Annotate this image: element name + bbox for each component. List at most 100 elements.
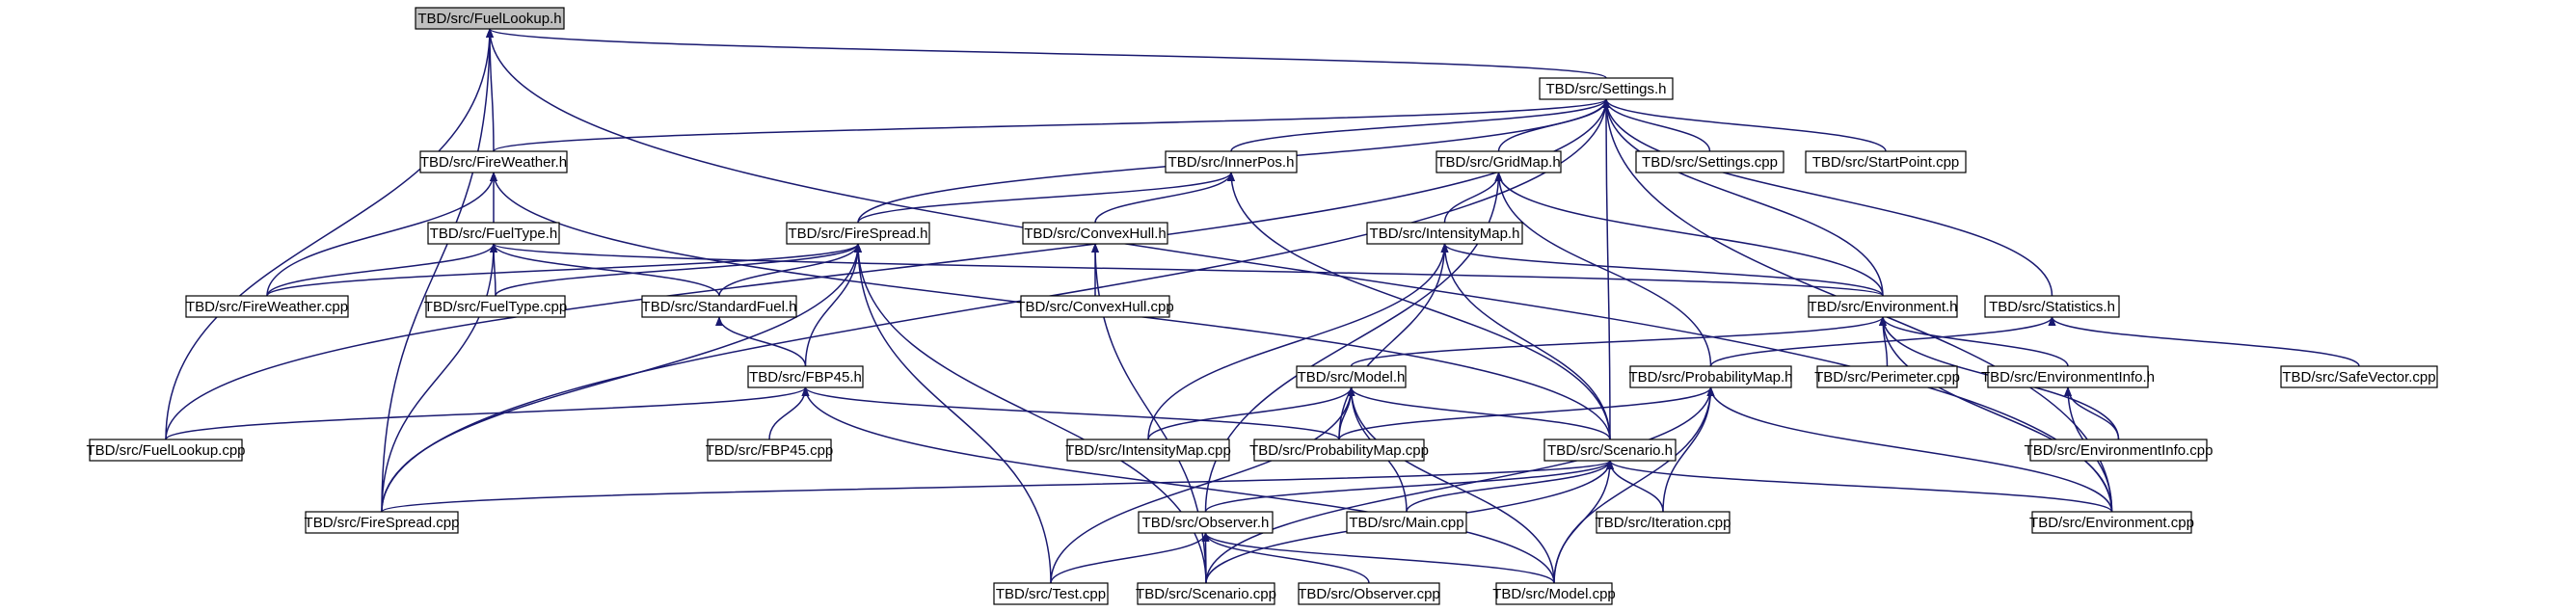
node-convexhull-cpp[interactable]: TBD/src/ConvexHull.cpp: [1016, 295, 1174, 318]
edge-model_cpp-to-fbp45_h: [801, 386, 1555, 584]
node-label: TBD/src/SafeVector.cpp: [2282, 369, 2435, 386]
node-environment-cpp[interactable]: TBD/src/Environment.cpp: [2029, 511, 2194, 534]
node-box: [1808, 295, 1958, 318]
node-label: TBD/src/Model.h: [1298, 369, 1406, 386]
node-label: TBD/src/StandardFuel.h: [642, 299, 797, 315]
node-innerpos-h[interactable]: TBD/src/InnerPos.h: [1165, 150, 1298, 173]
node-iteration-cpp[interactable]: TBD/src/Iteration.cpp: [1596, 511, 1731, 534]
node-fbp45-h[interactable]: TBD/src/FBP45.h: [747, 365, 864, 388]
node-box: [1495, 582, 1613, 605]
node-label: TBD/src/Environment.h: [1808, 299, 1957, 315]
edge-environment_h-to-gridmap_h: [1494, 172, 1884, 297]
node-environment-h[interactable]: TBD/src/Environment.h: [1808, 295, 1958, 318]
node-perimeter-cpp[interactable]: TBD/src/Perimeter.cpp: [1814, 365, 1960, 388]
node-label: TBD/src/FireWeather.cpp: [186, 299, 348, 315]
edge-probabilitymap_cpp-to-intensitymap_h: [1338, 243, 1449, 440]
node-box: [2029, 439, 2208, 462]
node-scenario-cpp[interactable]: TBD/src/Scenario.cpp: [1136, 582, 1276, 605]
node-model-cpp[interactable]: TBD/src/Model.cpp: [1492, 582, 1616, 605]
edge-iteration_cpp-to-scenario_h: [1606, 460, 1664, 513]
edge-environment_cpp-to-scenario_h: [1606, 460, 2113, 513]
edge-test_cpp-to-firespread_h: [854, 243, 1052, 584]
node-environmentinfo-cpp[interactable]: TBD/src/EnvironmentInfo.cpp: [2025, 439, 2214, 462]
node-fueltype-cpp[interactable]: TBD/src/FuelType.cpp: [424, 295, 567, 318]
node-firespread-cpp[interactable]: TBD/src/FireSpread.cpp: [305, 511, 460, 534]
node-firespread-h[interactable]: TBD/src/FireSpread.h: [786, 222, 930, 245]
node-probabilitymap-h[interactable]: TBD/src/ProbabilityMap.h: [1628, 365, 1793, 388]
edge-firespread_cpp-to-firespread_h: [381, 243, 862, 513]
node-label: TBD/src/Statistics.h: [1989, 299, 2115, 315]
node-model-h[interactable]: TBD/src/Model.h: [1296, 365, 1407, 388]
node-main-cpp[interactable]: TBD/src/Main.cpp: [1346, 511, 1467, 534]
node-label: TBD/src/EnvironmentInfo.cpp: [2025, 442, 2214, 459]
node-standardfuel-h[interactable]: TBD/src/StandardFuel.h: [641, 295, 797, 318]
edge-fireweather_h-to-settings_h: [493, 98, 1610, 152]
edge-statistics_h-to-settings_h: [1602, 98, 2053, 297]
node-box: [1635, 150, 1784, 173]
node-fueltype-h[interactable]: TBD/src/FuelType.h: [427, 222, 560, 245]
node-observer-cpp[interactable]: TBD/src/Observer.cpp: [1298, 582, 1440, 605]
node-box: [1022, 222, 1168, 245]
edge-observer_h-to-scenario_h: [1204, 460, 1614, 513]
node-convexhull-h[interactable]: TBD/src/ConvexHull.h: [1022, 222, 1168, 245]
edge-firespread_cpp-to-fueltype_h: [381, 243, 497, 513]
edge-environment_cpp-to-probabilitymap_h: [1706, 386, 2113, 513]
node-box: [89, 439, 243, 462]
edge-environment_h-to-fueltype_h: [490, 243, 1884, 297]
node-label: TBD/src/FuelType.cpp: [424, 299, 567, 315]
node-label: TBD/src/Model.cpp: [1492, 586, 1616, 602]
node-scenario-h[interactable]: TBD/src/Scenario.h: [1543, 439, 1677, 462]
node-gridmap-h[interactable]: TBD/src/GridMap.h: [1436, 150, 1562, 173]
edge-probabilitymap_cpp-to-probabilitymap_h: [1338, 386, 1715, 440]
node-intensitymap-h[interactable]: TBD/src/IntensityMap.h: [1366, 222, 1523, 245]
edge-observer_cpp-to-observer_h: [1201, 532, 1370, 584]
node-observer-h[interactable]: TBD/src/Observer.h: [1138, 511, 1274, 534]
node-label: TBD/src/Observer.h: [1142, 515, 1270, 531]
node-fireweather-h[interactable]: TBD/src/FireWeather.h: [419, 150, 568, 173]
node-label: TBD/src/FuelLookup.cpp: [86, 442, 245, 459]
node-label: TBD/src/Test.cpp: [996, 586, 1106, 602]
node-label: TBD/src/ProbabilityMap.cpp: [1249, 442, 1429, 459]
node-safevector-cpp[interactable]: TBD/src/SafeVector.cpp: [2280, 365, 2438, 388]
node-label: TBD/src/Settings.h: [1545, 81, 1666, 97]
node-box: [1987, 365, 2149, 388]
edge-environment_cpp-to-environment_h: [1879, 316, 2113, 513]
node-box: [419, 150, 568, 173]
node-fuellookup-h[interactable]: TBD/src/FuelLookup.h: [415, 7, 565, 30]
node-box: [1165, 150, 1298, 173]
node-settings-h[interactable]: TBD/src/Settings.h: [1539, 77, 1674, 100]
node-box: [305, 511, 459, 534]
node-settings-cpp[interactable]: TBD/src/Settings.cpp: [1635, 150, 1784, 173]
node-fuellookup-cpp[interactable]: TBD/src/FuelLookup.cpp: [86, 439, 246, 462]
edge-main_cpp-to-scenario_h: [1406, 460, 1614, 513]
edge-model_cpp-to-model_h: [1347, 386, 1555, 584]
node-fireweather-cpp[interactable]: TBD/src/FireWeather.cpp: [185, 295, 349, 318]
edge-standardfuel_h-to-firespread_h: [718, 243, 862, 297]
node-box: [993, 582, 1109, 605]
edge-fbp45_h-to-standardfuel_h: [715, 316, 807, 367]
node-intensitymap-cpp[interactable]: TBD/src/IntensityMap.cpp: [1065, 439, 1231, 462]
node-label: TBD/src/FuelType.h: [430, 226, 558, 242]
node-box: [1366, 222, 1523, 245]
node-environmentinfo-h[interactable]: TBD/src/EnvironmentInfo.h: [1981, 365, 2155, 388]
node-box: [747, 365, 864, 388]
edge-settings_cpp-to-settings_h: [1602, 98, 1711, 152]
node-label: TBD/src/ConvexHull.h: [1024, 226, 1167, 242]
edge-scenario_h-to-intensitymap_h: [1440, 243, 1611, 440]
node-label: TBD/src/GridMap.h: [1436, 154, 1560, 171]
node-box: [1984, 295, 2120, 318]
edge-model_cpp-to-scenario_h: [1553, 460, 1614, 584]
node-probabilitymap-cpp[interactable]: TBD/src/ProbabilityMap.cpp: [1249, 439, 1429, 462]
node-statistics-h[interactable]: TBD/src/Statistics.h: [1984, 295, 2120, 318]
node-startpoint-cpp[interactable]: TBD/src/StartPoint.cpp: [1805, 150, 1967, 173]
node-label: TBD/src/FireSpread.cpp: [305, 515, 460, 531]
edge-safevector_cpp-to-statistics_h: [2048, 316, 2360, 367]
edge-fueltype_cpp-to-firespread_h: [495, 243, 862, 297]
node-label: TBD/src/IntensityMap.cpp: [1065, 442, 1231, 459]
node-test-cpp[interactable]: TBD/src/Test.cpp: [993, 582, 1109, 605]
edge-environment_cpp-to-fuellookup_h: [486, 28, 2113, 513]
node-box: [1543, 439, 1677, 462]
node-fbp45-cpp[interactable]: TBD/src/FBP45.cpp: [706, 439, 834, 462]
node-label: TBD/src/EnvironmentInfo.h: [1981, 369, 2155, 386]
node-box: [1138, 511, 1274, 534]
